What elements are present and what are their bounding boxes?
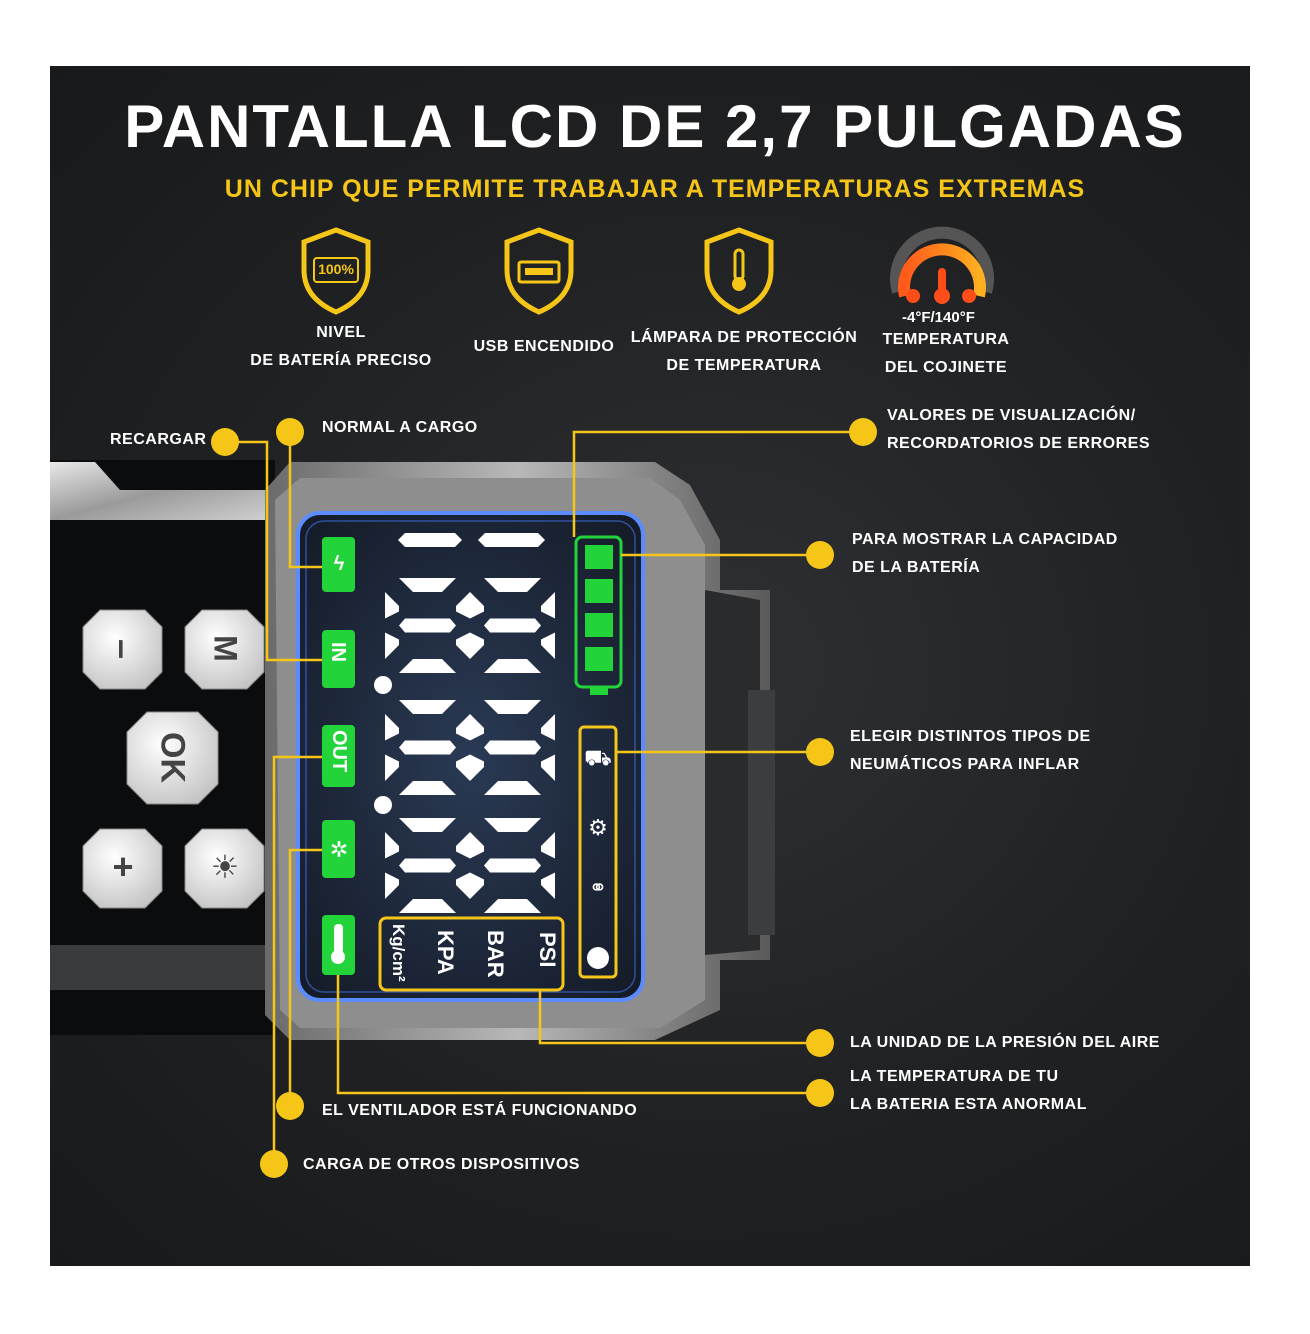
lcd-segment xyxy=(470,754,484,781)
lcd-segment xyxy=(541,872,555,899)
indicator-out-label: OUT xyxy=(328,730,350,773)
lightning-icon: ϟ xyxy=(334,553,345,575)
lcd-segment xyxy=(470,832,484,859)
thermometer-shield-icon xyxy=(704,227,774,315)
page-title: PANTALLA LCD DE 2,7 PULGADAS xyxy=(124,93,1186,160)
light-button[interactable] xyxy=(184,828,265,909)
gauge-range: -4°F/140°F xyxy=(902,309,975,326)
lcd-segment xyxy=(484,899,541,913)
battery-capacity-bars xyxy=(574,535,623,695)
indicator-in-label: IN xyxy=(327,642,349,662)
ok-button-label: OK xyxy=(153,732,192,783)
lcd-segment xyxy=(470,714,484,741)
lcd-segment xyxy=(470,592,484,619)
lcd-segment xyxy=(484,858,541,873)
decimal-dot xyxy=(374,676,392,694)
unit-kgcm2: Kg/cm² xyxy=(389,924,408,982)
lcd-segment xyxy=(385,754,399,781)
lcd-segment xyxy=(399,818,456,832)
lcd-segment xyxy=(484,818,541,832)
tire-type-selector: ⛟ ⚙ ⚭ xyxy=(578,725,618,979)
mode-button[interactable] xyxy=(184,609,265,690)
decimal-dot xyxy=(374,796,392,814)
lcd-segment xyxy=(541,632,555,659)
feature-gauge-caption: TEMPERATURA DEL COJINETE xyxy=(882,331,1010,376)
lcd-segment xyxy=(484,700,541,714)
battery-badge: 100% xyxy=(318,261,354,277)
lcd-segment xyxy=(456,832,470,859)
lcd-segment xyxy=(541,592,555,619)
light-button-label: ☀ xyxy=(210,849,240,885)
lcd-segment xyxy=(456,872,470,899)
lcd-segment xyxy=(484,740,541,755)
lcd-segment xyxy=(456,592,470,619)
seven-segment-digits xyxy=(385,578,555,913)
lcd-segment xyxy=(456,632,470,659)
feature-icons xyxy=(301,226,994,315)
minus-button[interactable] xyxy=(82,609,163,690)
bicycle-icon: ⚭ xyxy=(589,875,607,900)
mode-button-label: M xyxy=(207,635,244,662)
control-buttons xyxy=(82,609,265,909)
callout-display-values: VALORES DE VISUALIZACIÓN/ RECORDATORIOS … xyxy=(887,407,1150,452)
page-subtitle: UN CHIP QUE PERMITE TRABAJAR A TEMPERATU… xyxy=(224,175,1086,203)
thermometer-icon xyxy=(334,924,343,954)
callout-battery-capacity: PARA MOSTRAR LA CAPACIDAD DE LA BATERÍA xyxy=(852,531,1118,576)
lcd-segment xyxy=(484,578,541,592)
feature-usb-caption: USB ENCENDIDO xyxy=(473,338,615,355)
lcd-segment xyxy=(456,754,470,781)
lcd-segment xyxy=(541,832,555,859)
lcd-segment xyxy=(385,714,399,741)
ball-icon xyxy=(587,947,609,969)
pressure-unit-box xyxy=(378,916,565,992)
lcd-segment xyxy=(399,659,456,673)
lcd-segment xyxy=(399,740,456,755)
lcd-segment xyxy=(484,618,541,633)
lcd-segment xyxy=(399,899,456,913)
lcd-segment xyxy=(385,632,399,659)
lcd-segment xyxy=(399,700,456,714)
feature-thermo-caption: LÁMPARA DE PROTECCIÓN DE TEMPERATURA xyxy=(630,329,858,374)
usb-shield-icon xyxy=(504,227,574,315)
callout-pressure-unit: LA UNIDAD DE LA PRESIÓN DEL AIRE xyxy=(850,1034,1160,1051)
unit-psi: PSI xyxy=(535,932,560,968)
lcd-segment xyxy=(385,832,399,859)
callout-charge-others: CARGA DE OTROS DISPOSITIVOS xyxy=(303,1156,580,1173)
lcd-segment xyxy=(484,659,541,673)
status-indicators: ϟ ✲ xyxy=(322,537,355,975)
fan-icon: ✲ xyxy=(330,837,348,862)
lcd-segment xyxy=(456,714,470,741)
lcd-segment xyxy=(399,618,456,633)
car-icon: ⛟ xyxy=(584,745,612,770)
leader-lines xyxy=(225,430,863,1164)
plus-button-label: + xyxy=(112,846,134,887)
lcd-segment xyxy=(385,592,399,619)
lcd-segment xyxy=(470,632,484,659)
lcd-segment xyxy=(385,872,399,899)
lcd-segment xyxy=(484,781,541,795)
motorcycle-icon: ⚙ xyxy=(588,815,608,840)
battery-100-shield-icon xyxy=(301,227,371,315)
plus-button[interactable] xyxy=(82,828,163,909)
lcd-segment xyxy=(399,858,456,873)
minus-button-label: – xyxy=(103,638,144,660)
callout-tire-types: ELEGIR DISTINTOS TIPOS DE NEUMÁTICOS PAR… xyxy=(850,728,1091,773)
callout-normal-charge: NORMAL A CARGO xyxy=(322,419,478,436)
callout-recharge: RECARGAR xyxy=(110,431,207,448)
callout-dots xyxy=(211,418,877,1178)
lcd-segment xyxy=(541,714,555,741)
lcd-segment xyxy=(541,754,555,781)
unit-bar: BAR xyxy=(483,930,508,978)
lcd-segment xyxy=(399,578,456,592)
callout-fan-running: EL VENTILADOR ESTÁ FUNCIONANDO xyxy=(322,1102,638,1119)
ok-button[interactable] xyxy=(126,711,219,805)
lcd-segment xyxy=(470,872,484,899)
temperature-gauge-icon xyxy=(890,226,994,304)
callout-battery-temp: LA TEMPERATURA DE TU LA BATERIA ESTA ANO… xyxy=(850,1068,1087,1113)
unit-kpa: KPA xyxy=(433,930,458,975)
feature-battery-caption: NIVEL DE BATERÍA PRECISO xyxy=(250,324,432,369)
lcd-segment xyxy=(399,781,456,795)
